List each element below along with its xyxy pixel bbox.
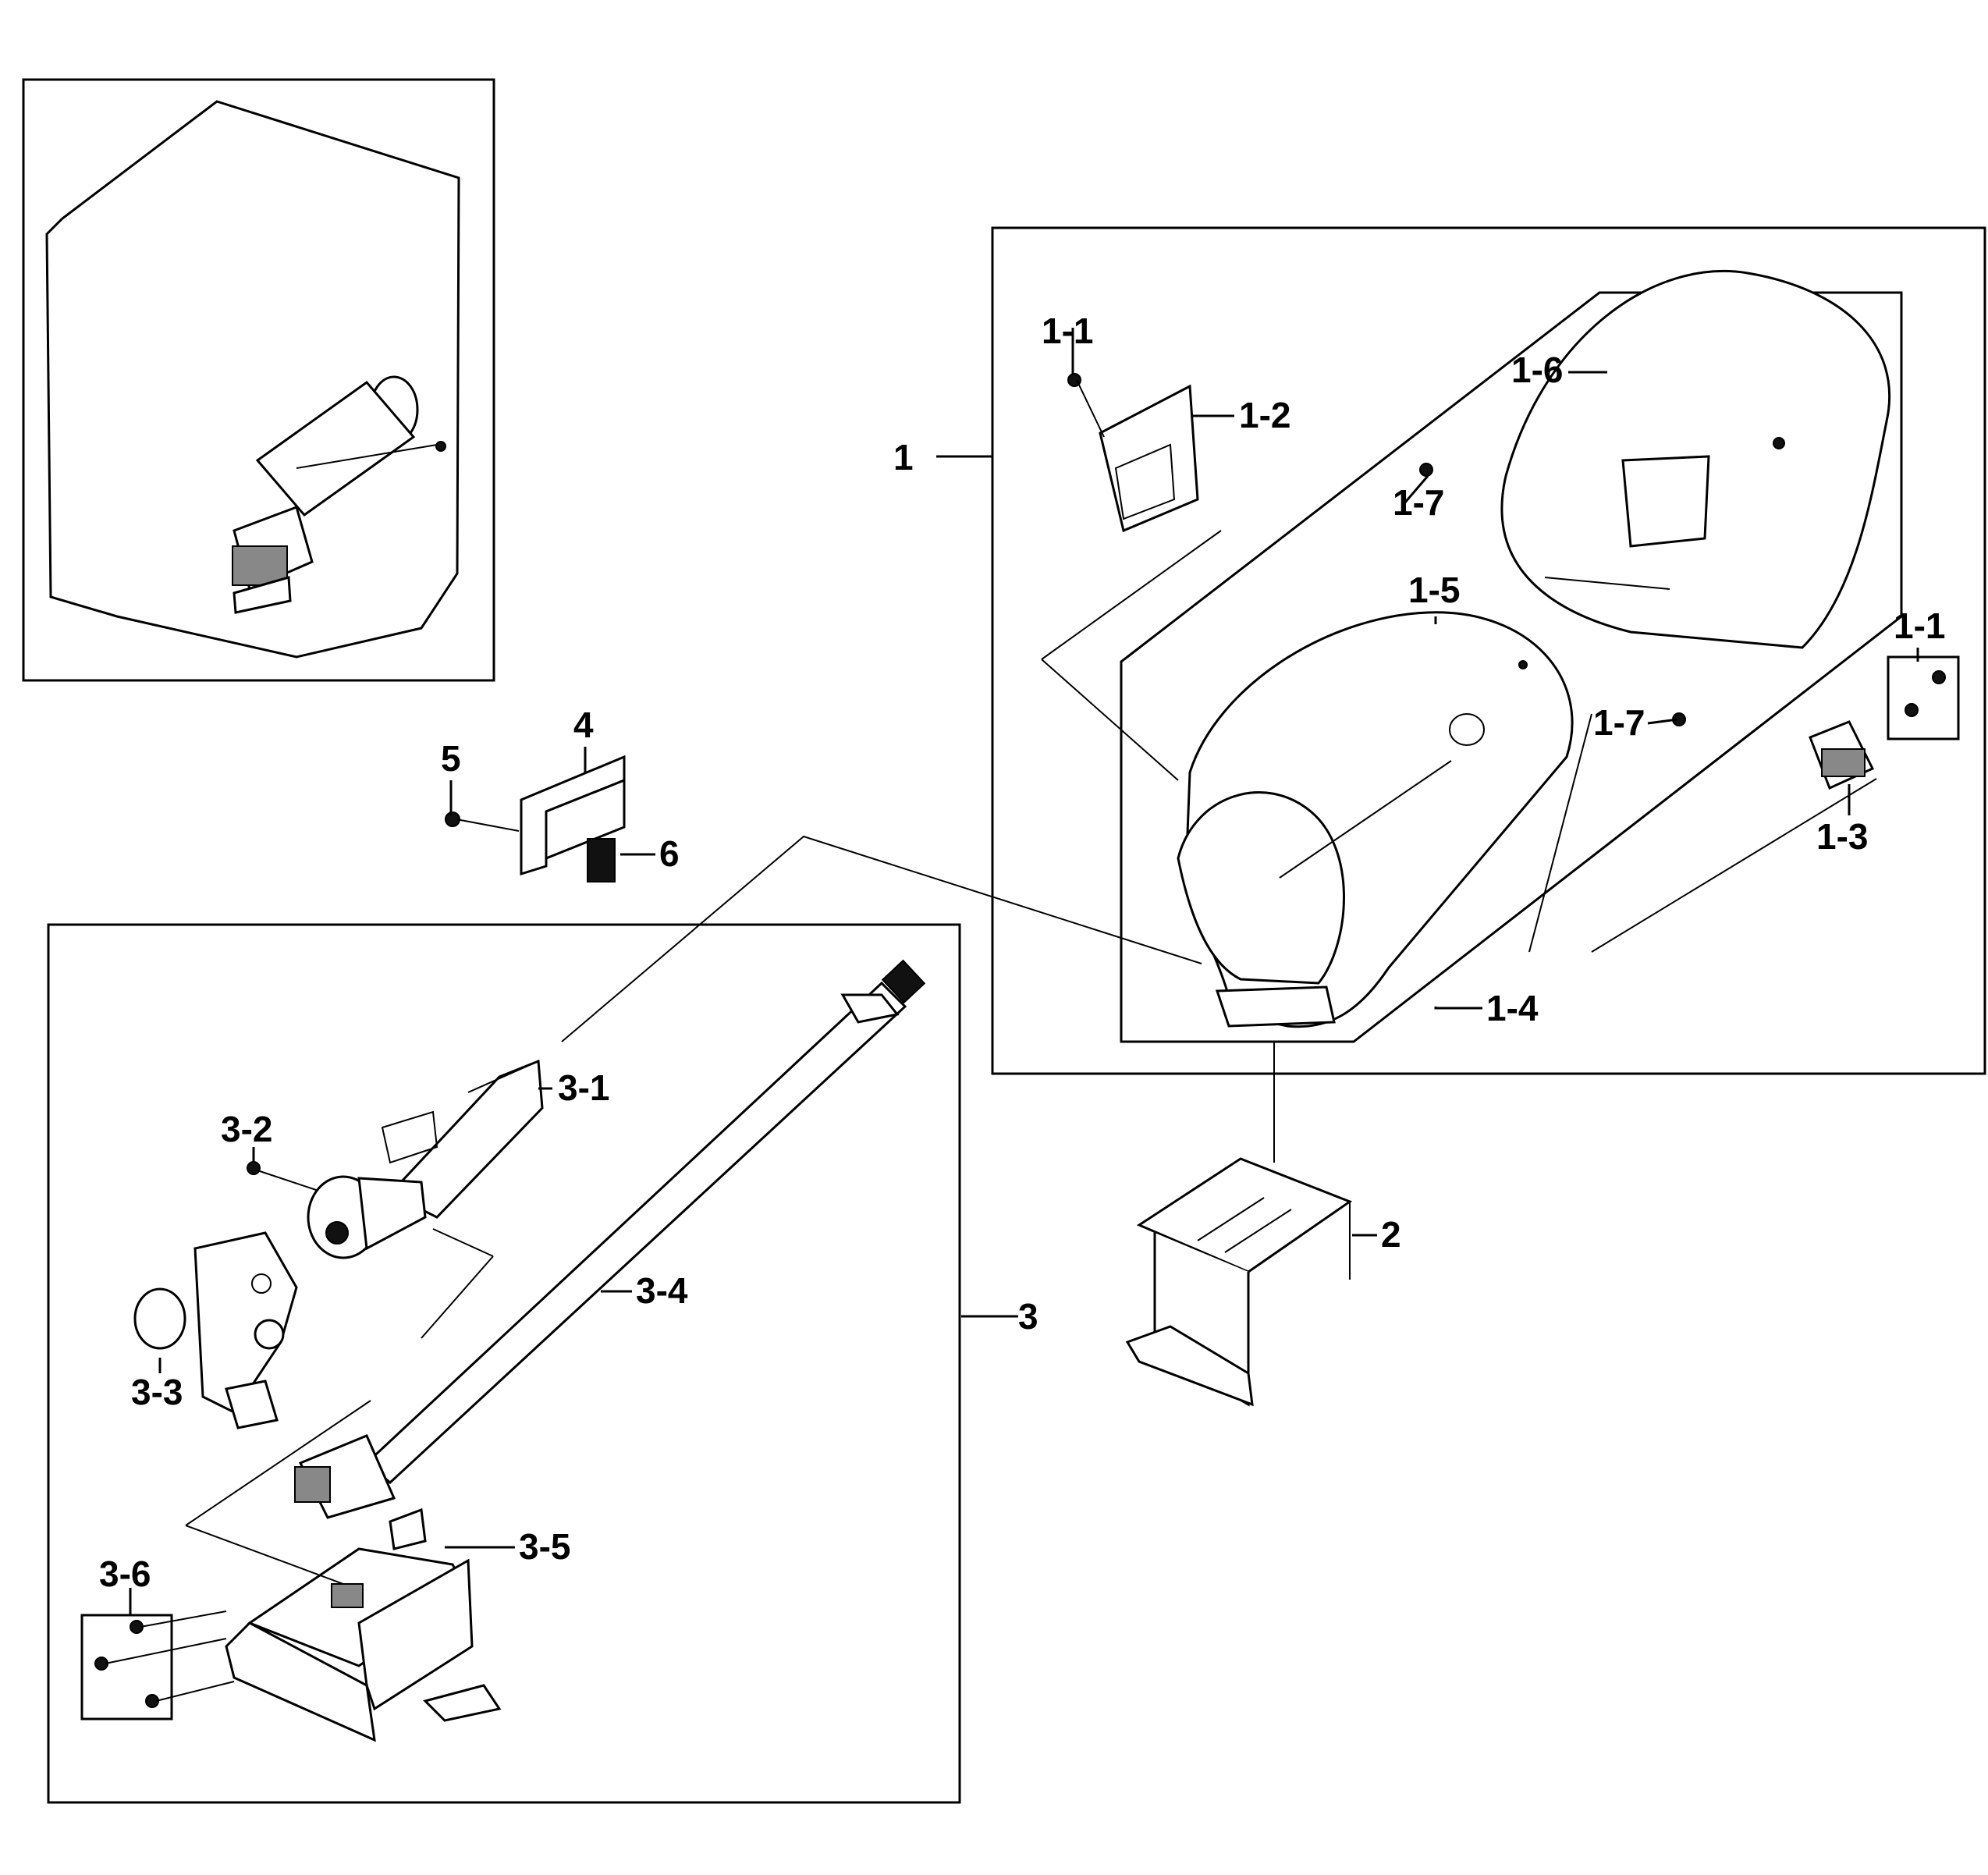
label-3-1: 3-1 (558, 1067, 609, 1108)
label-1-1-right: 1-1 (1894, 605, 1945, 646)
mounting-bracket-2 (1125, 1042, 1353, 1407)
burner-3-1 (307, 1059, 544, 1259)
label-1-1-top: 1-1 (1042, 311, 1093, 351)
label-3-4: 3-4 (636, 1270, 688, 1311)
label-3-3: 3-3 (131, 1372, 183, 1412)
assembly-1-frame (991, 226, 1986, 1075)
gas-valve-3-3 (133, 1231, 298, 1429)
assembly-3-box (47, 923, 961, 1804)
igniter-cluster (445, 755, 626, 882)
label-3-5: 3-5 (519, 1526, 570, 1567)
assembly-1-box (991, 226, 1986, 1075)
screws-3-6 (80, 1610, 235, 1721)
assembly-3-frame (47, 923, 961, 1804)
upper-duct-cylinder (1500, 269, 1891, 649)
label-1-7-lower: 1-7 (1593, 702, 1645, 743)
label-1-5: 1-5 (1408, 570, 1460, 610)
burner-assembly-mini (232, 375, 446, 614)
label-1-3: 1-3 (1816, 816, 1868, 857)
label-1-2: 1-2 (1239, 395, 1290, 435)
label-4: 4 (573, 705, 594, 745)
label-3-6: 3-6 (99, 1554, 151, 1594)
label-1-4: 1-4 (1486, 988, 1539, 1028)
gas-supply-tube (294, 959, 926, 1519)
dryer-cabinet-outline (45, 100, 460, 659)
label-2: 2 (1381, 1214, 1401, 1255)
valve-bracket-3-5 (225, 1507, 502, 1742)
label-1: 1 (893, 437, 914, 478)
pad-6 (587, 838, 616, 882)
overview-inset (22, 78, 495, 682)
callouts: 1 1-1 1-2 1-6 1-7 1-5 1-7 1-1 1-3 1-4 2 … (99, 311, 1945, 1594)
label-3: 3 (1018, 1296, 1038, 1337)
assembly-1-inner-outline (1120, 291, 1903, 1043)
label-5: 5 (441, 738, 461, 779)
screw-3-2 (247, 1161, 261, 1175)
sensor-bracket (1067, 373, 1199, 533)
screw-1-7-upper (1419, 463, 1433, 477)
label-3-2: 3-2 (221, 1109, 272, 1149)
label-1-6: 1-6 (1511, 350, 1563, 390)
label-6: 6 (659, 833, 680, 874)
flame-sensor (1809, 655, 1960, 790)
overview-frame (22, 78, 495, 682)
burner-tube-cylinder (1177, 611, 1574, 1028)
label-1-7-upper: 1-7 (1393, 482, 1444, 523)
